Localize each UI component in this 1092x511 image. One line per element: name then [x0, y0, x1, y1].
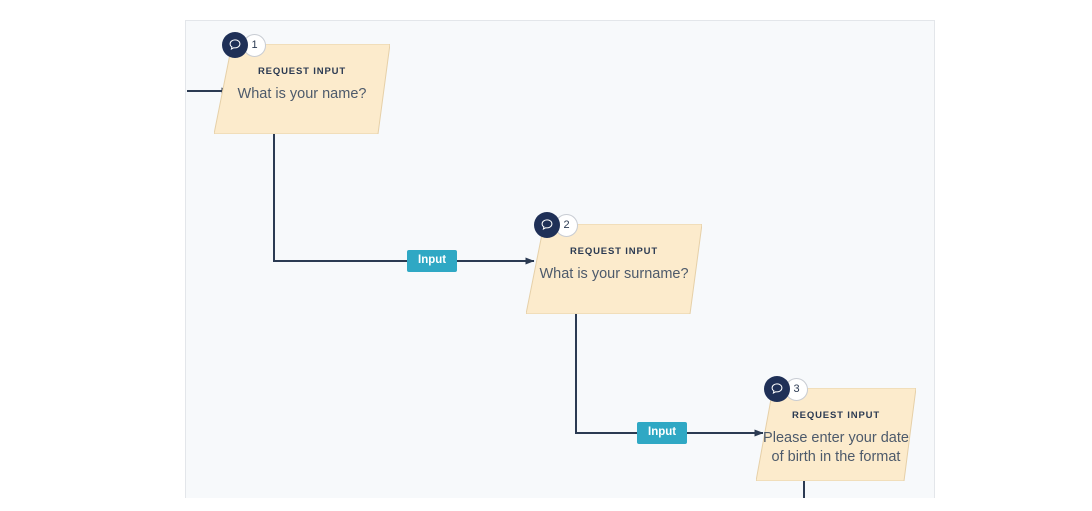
node-kind-label: REQUEST INPUT	[257, 66, 347, 77]
node-request-input-1[interactable]: REQUEST INPUT What is your name? 1	[214, 32, 390, 134]
node-message-text: What is your name?	[237, 86, 367, 102]
speech-bubble-icon[interactable]	[222, 32, 248, 58]
speech-bubble-icon[interactable]	[534, 212, 560, 238]
node-request-input-3[interactable]: REQUEST INPUT Please enter your date of …	[756, 376, 916, 481]
node-shape	[214, 44, 390, 134]
speech-bubble-glyph	[541, 219, 553, 231]
speech-bubble-icon[interactable]	[764, 376, 790, 402]
node-number-badge[interactable]: 3	[785, 377, 808, 401]
node-content: REQUEST INPUT Please enter your date of …	[756, 388, 916, 481]
speech-bubble-glyph	[229, 39, 241, 51]
node-message-text: Please enter your date of birth in the f…	[763, 430, 909, 465]
node-kind-label: REQUEST INPUT	[791, 410, 881, 421]
node-content: REQUEST INPUT What is your name?	[214, 44, 390, 134]
edge-node1-node2	[273, 133, 408, 262]
node-badges: 1	[222, 32, 266, 58]
node-message-text: What is your surname?	[539, 266, 689, 282]
node-content: REQUEST INPUT What is your surname?	[526, 224, 702, 314]
node-shape	[526, 224, 702, 314]
edge-node2-node3	[575, 313, 638, 434]
speech-bubble-glyph	[771, 383, 783, 395]
edge-label-input-1[interactable]: Input	[407, 250, 458, 272]
flow-canvas[interactable]: REQUEST INPUT What is your name? 1 REQUE…	[185, 20, 935, 498]
node-shape	[756, 388, 916, 481]
node-request-input-2[interactable]: REQUEST INPUT What is your surname? 2	[526, 212, 702, 314]
node-kind-label: REQUEST INPUT	[569, 246, 659, 257]
node-badges: 3	[764, 376, 808, 402]
node-badges: 2	[534, 212, 578, 238]
edge-label-input-2[interactable]: Input	[637, 422, 688, 444]
